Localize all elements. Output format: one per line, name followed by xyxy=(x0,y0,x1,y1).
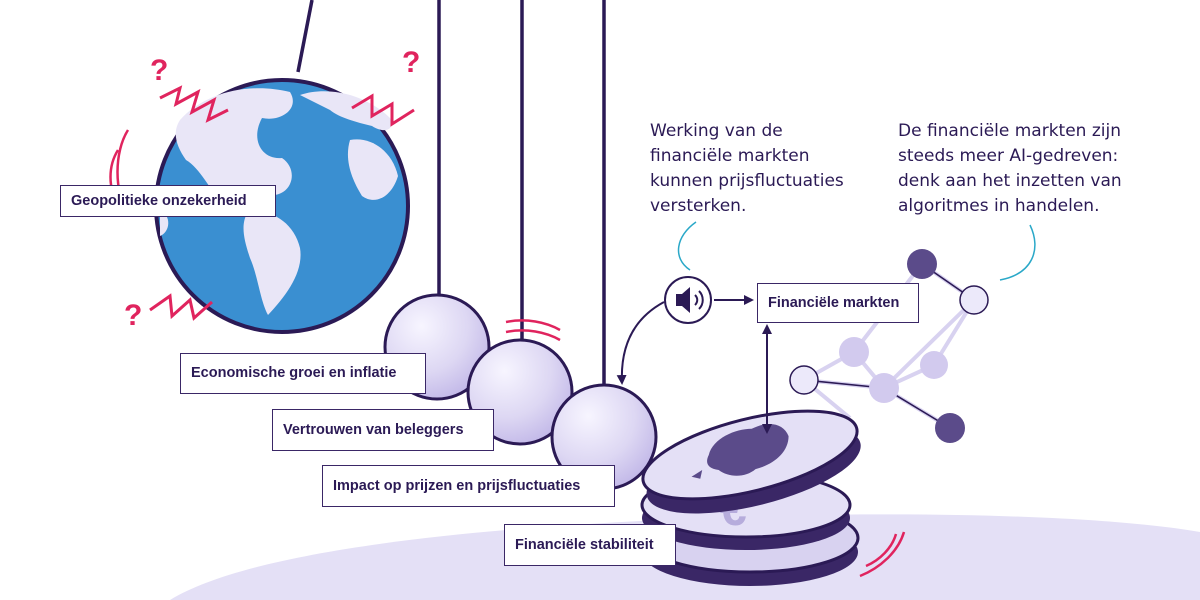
shake-lines xyxy=(149,85,415,321)
question-mark-icon: ? ? ? xyxy=(124,46,420,332)
pendulum-balls xyxy=(383,293,658,491)
svg-text:?: ? xyxy=(124,299,142,332)
note-ai-driven: De financiële markten zijn steeds meer A… xyxy=(898,121,1122,216)
note-amplification: Werking van de financiële markten kunnen… xyxy=(650,121,844,216)
globe-icon xyxy=(154,78,410,334)
pendulum-ball-2 xyxy=(466,338,574,446)
label-stability: Financiële stabiliteit xyxy=(504,524,676,566)
svg-text:?: ? xyxy=(402,46,420,79)
callout-lines xyxy=(677,221,1036,281)
svg-text:?: ? xyxy=(150,54,168,87)
ai-network-icon xyxy=(789,249,989,443)
label-impact: Impact op prijzen en prijsfluctuaties xyxy=(322,465,615,507)
pendulum-strings xyxy=(296,0,606,390)
label-markets: Financiële markten xyxy=(757,283,919,323)
flow-arrows xyxy=(616,295,772,434)
label-geopolitics: Geopolitieke onzekerheid xyxy=(60,185,276,217)
speaker-icon xyxy=(664,276,712,324)
euro-coin-icon: € xyxy=(640,409,861,586)
label-trust: Vertrouwen van beleggers xyxy=(272,409,494,451)
label-economy: Economische groei en inflatie xyxy=(180,353,426,394)
